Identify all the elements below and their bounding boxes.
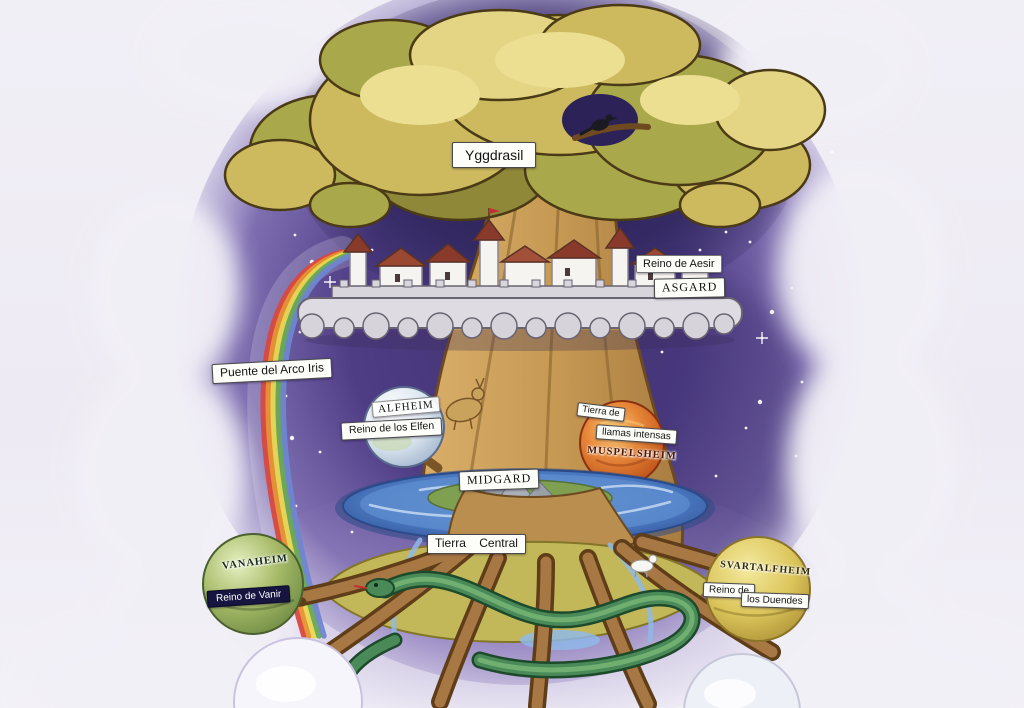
- label-yggdrasil: Yggdrasil: [452, 142, 537, 169]
- raven-icon: [579, 114, 618, 136]
- label-reino-de-duendes-line2: los Duendes: [740, 591, 809, 610]
- label-reino-de-aesir: Reino de Aesir: [636, 255, 722, 274]
- serpent: [336, 570, 701, 703]
- label-asgard: ASGARD: [653, 277, 726, 299]
- label-tierra-central: Tierra Central: [427, 534, 526, 554]
- svartalfheim-sphere: [705, 536, 811, 642]
- goat: [630, 554, 658, 578]
- vanaheim-sphere: [202, 533, 307, 635]
- deer: [445, 377, 485, 431]
- midgard-disc: [335, 468, 715, 568]
- label-midgard: MIDGARD: [458, 468, 540, 491]
- bird-branch: [572, 123, 651, 141]
- asgard-platform: [297, 297, 743, 351]
- moons: [233, 637, 801, 708]
